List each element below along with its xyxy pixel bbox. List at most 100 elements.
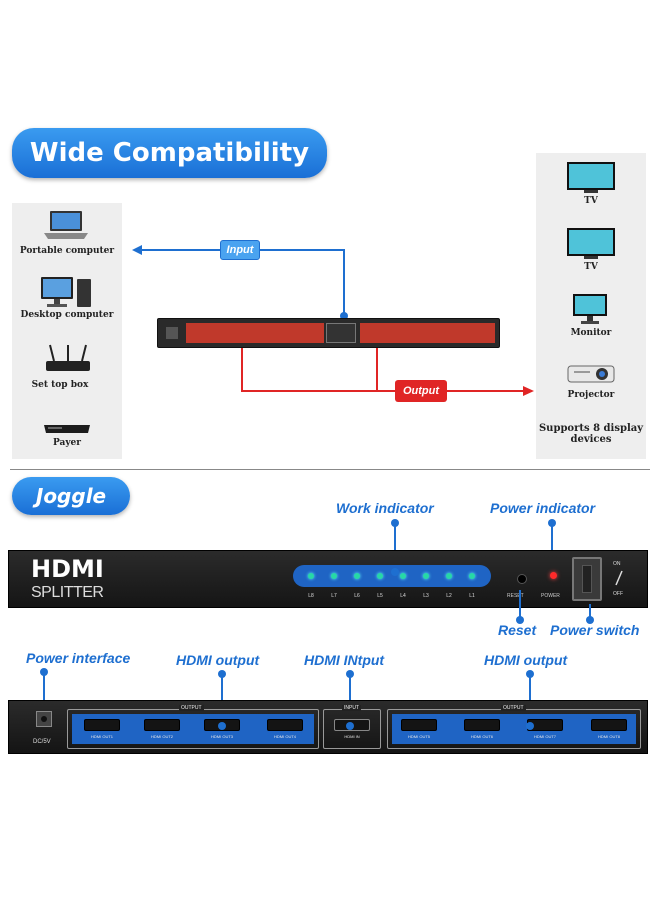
input-group-label: INPUT	[342, 705, 361, 711]
hdmi-input-dot	[346, 670, 354, 678]
model-text: SPLITTER	[31, 584, 104, 601]
hdmi-out4-label: HDMI OUT4	[274, 734, 296, 739]
power-led	[550, 572, 557, 579]
reset-button[interactable]	[517, 574, 527, 584]
wide-compatibility-title: Wide Compatibility	[12, 128, 327, 178]
power-switch[interactable]	[572, 557, 602, 601]
brand-text: HDMI	[31, 555, 104, 583]
hdmi-output-right-dot	[526, 670, 534, 678]
tv-icon	[567, 162, 615, 193]
hdmi-out4-port[interactable]	[267, 719, 303, 731]
dc-jack-small	[166, 327, 178, 339]
hdmi-output-right-target-dot	[526, 722, 534, 730]
splitter-front-panel: HDMI SPLITTER L8 L7 L6 L5 L4 L3 L2 L1 RE…	[8, 550, 648, 608]
hdmi-out2-port[interactable]	[144, 719, 180, 731]
power-switch-dot	[586, 616, 594, 624]
reset-small-label: RESET	[507, 593, 524, 599]
led-2	[446, 573, 452, 579]
power-indicator-dot	[548, 519, 556, 527]
hdmi-out1-label: HDMI OUT1	[91, 734, 113, 739]
desktop-icon	[41, 277, 91, 307]
input-label: Input	[220, 240, 260, 260]
led-window	[293, 565, 491, 587]
power-interface-line	[43, 673, 45, 718]
hdmi-out5-label: HDMI OUT5	[408, 734, 430, 739]
hdmi-out2-label: HDMI OUT2	[151, 734, 173, 739]
power-indicator-label: Power indicator	[490, 500, 596, 516]
switch-on-label: ON	[613, 561, 621, 567]
display-devices-panel	[536, 153, 646, 459]
dc-jack[interactable]	[36, 711, 52, 727]
power-interface-dot	[40, 668, 48, 676]
led-6	[354, 573, 360, 579]
led-label-1: L1	[469, 593, 475, 599]
projector-icon	[567, 365, 615, 383]
output-group-right-label: OUTPUT	[501, 705, 526, 711]
joggle-title: Joggle	[12, 477, 130, 515]
source-label-settop: Set top box	[31, 380, 89, 390]
led-3	[423, 573, 429, 579]
hdmi-out3-label: HDMI OUT3	[211, 734, 233, 739]
monitor-icon	[573, 294, 607, 324]
hdmi-input-target-dot	[346, 722, 354, 730]
output-group-left-small	[186, 323, 324, 343]
hdmi-out1-port[interactable]	[84, 719, 120, 731]
router-icon	[46, 344, 90, 371]
power-switch-label: Power switch	[550, 622, 640, 638]
hdmi-out8-label: HDMI OUT8	[598, 734, 620, 739]
hdmi-out5-port[interactable]	[401, 719, 437, 731]
hdmi-out6-label: HDMI OUT6	[471, 734, 493, 739]
laptop-icon	[44, 211, 88, 239]
hdmi-output-right-label: HDMI output	[484, 652, 568, 668]
led-8	[308, 573, 314, 579]
work-indicator-target-dot	[391, 568, 399, 576]
led-7	[331, 573, 337, 579]
source-devices-panel	[12, 203, 122, 459]
display-label-projector: Projector	[567, 390, 615, 400]
hdmi-out8-port[interactable]	[591, 719, 627, 731]
source-label-portable: Portable computer	[19, 246, 115, 256]
source-label-player: Payer	[52, 438, 82, 448]
hdmi-output-left-target-dot	[218, 722, 226, 730]
output-label: Output	[395, 380, 447, 402]
supports-devices-text: Supports 8 display devices	[538, 423, 644, 445]
hdmi-out7-label: HDMI OUT7	[534, 734, 556, 739]
hdmi-out6-port[interactable]	[464, 719, 500, 731]
led-5	[377, 573, 383, 579]
dc-label: DC/5V	[33, 739, 51, 745]
display-label-tv1: TV	[584, 196, 598, 206]
power-interface-label: Power interface	[26, 650, 131, 666]
splitter-device-small	[157, 318, 500, 348]
hdmi-in-label: HDMI IN	[344, 734, 360, 739]
hdmi-output-left-dot	[218, 670, 226, 678]
input-port-small	[326, 323, 356, 343]
player-icon	[44, 425, 90, 433]
display-label-tv2: TV	[584, 262, 598, 272]
reset-label: Reset	[498, 622, 537, 638]
work-indicator-dot	[391, 519, 399, 527]
led-label-8: L8	[308, 593, 314, 599]
led-4	[400, 573, 406, 579]
source-label-desktop: Desktop computer	[20, 310, 114, 320]
led-label-6: L6	[354, 593, 360, 599]
output-group-left-label: OUTPUT	[179, 705, 204, 711]
reset-line	[519, 590, 521, 620]
power-small-label: POWER	[541, 593, 560, 599]
tv-icon	[567, 228, 615, 259]
power-indicator-line	[551, 524, 553, 558]
led-label-3: L3	[423, 593, 429, 599]
led-label-7: L7	[331, 593, 337, 599]
switch-off-label: OFF	[613, 591, 623, 597]
section-divider	[10, 469, 650, 470]
reset-dot	[516, 616, 524, 624]
hdmi-output-left-label: HDMI output	[176, 652, 260, 668]
hdmi-input-label: HDMI INtput	[304, 652, 385, 668]
connection-lines	[132, 245, 534, 396]
led-label-5: L5	[377, 593, 383, 599]
switch-slash-icon	[615, 570, 623, 586]
led-1	[469, 573, 475, 579]
power-switch-line	[589, 604, 591, 620]
work-indicator-label: Work indicator	[336, 500, 434, 516]
work-indicator-line	[394, 524, 396, 572]
output-group-right-small	[360, 323, 495, 343]
